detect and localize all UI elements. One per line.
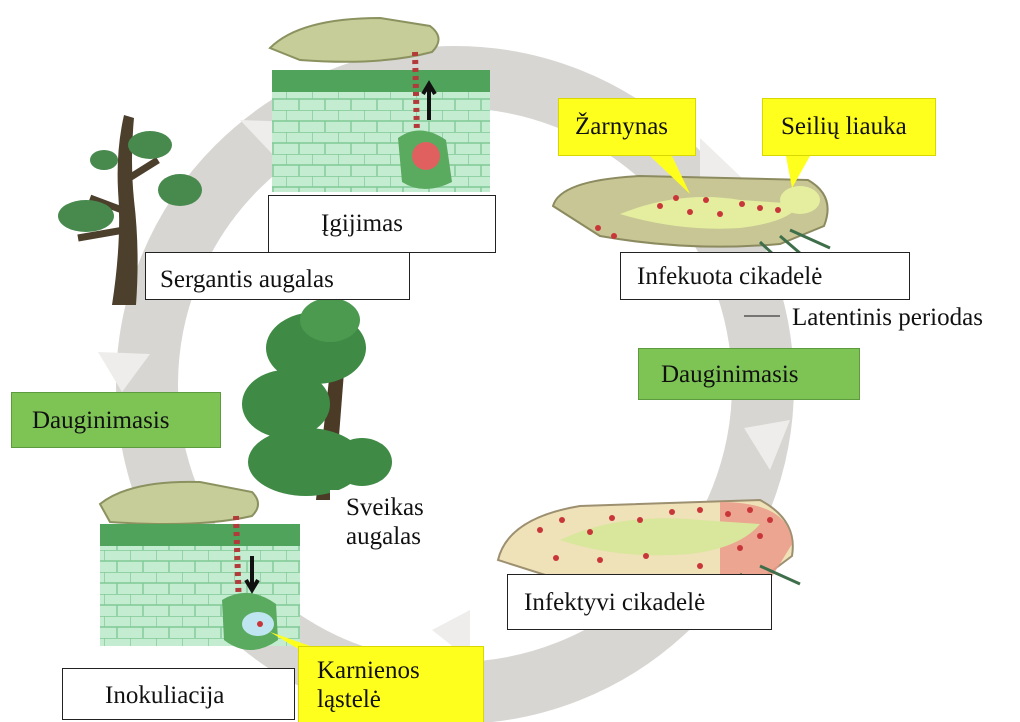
label-karnienos-lastele: Karnienos ląstelė (298, 646, 484, 722)
healthy-tree-illustration (242, 298, 392, 500)
label-karnienos-lastele-line2: ląstelė (317, 686, 483, 715)
ring-arrow-top-right (700, 138, 742, 182)
label-seiliu-liauka: Seilių liauka (762, 98, 936, 156)
label-igijimas: Įgijimas (268, 195, 496, 253)
label-zarnynas: Žarnynas (558, 98, 696, 156)
label-dauginimasis-right: Dauginimasis (638, 348, 860, 400)
leaf-epidermis-top (272, 70, 490, 92)
label-dauginimasis-left: Dauginimasis (11, 392, 221, 448)
leaf-tissue-top (272, 88, 490, 192)
label-inokuliacija: Inokuliacija (62, 668, 295, 720)
label-infektyvi-cikadele: Infektyvi cikadelė (507, 574, 772, 630)
label-sveikas-augalas-line1: Sveikas (346, 494, 440, 523)
label-latentinis-periodas: Latentinis periodas (792, 304, 1020, 340)
leaf-epidermis-bottom (100, 524, 300, 546)
label-sveikas-augalas-line2: augalas (346, 523, 440, 552)
label-infekuota-cikadele: Infekuota cikadelė (620, 252, 910, 300)
label-karnienos-lastele-line1: Karnienos (317, 657, 483, 686)
acquisition-illustration (270, 18, 490, 192)
label-sergantis-augalas: Sergantis augalas (145, 252, 410, 300)
label-sveikas-augalas: Sveikas augalas (330, 490, 440, 574)
infected-cell-top (412, 142, 440, 170)
inoculation-illustration (100, 482, 300, 650)
